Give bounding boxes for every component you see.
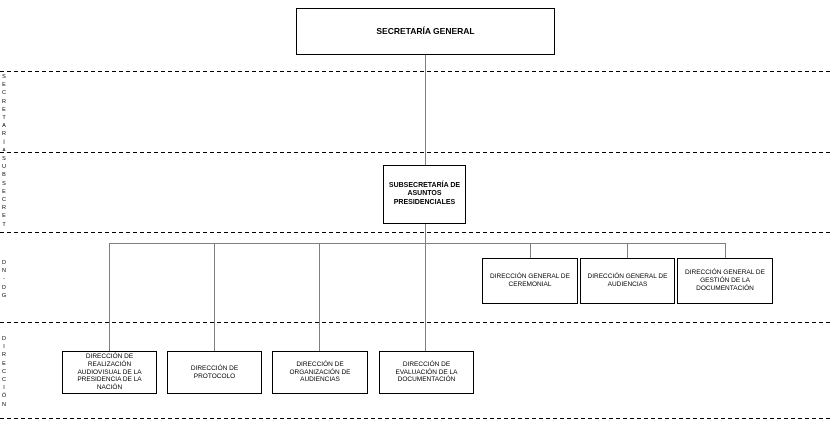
subsecretaria-box: SUBSECRETARÍA DE ASUNTOS PRESIDENCIALES (383, 165, 466, 224)
dg-gestion-documentacion-box: DIRECCIÓN GENERAL DE GESTIÓN DE LA DOCUM… (677, 258, 773, 304)
secretaria-general-box: SECRETARÍA GENERAL (296, 8, 555, 55)
dir-organizacion-audiencias-box: DIRECCIÓN DE ORGANIZACIÓN DE AUDIENCIAS (272, 351, 368, 394)
dir-evaluacion-documentacion-box: DIRECCIÓN DE EVALUACIÓN DE LA DOCUMENTAC… (379, 351, 474, 394)
dg-ceremonial-box: DIRECCIÓN GENERAL DE CEREMONIAL (482, 258, 578, 304)
dir-protocolo-box: DIRECCIÓN DE PROTOCOLO (167, 351, 262, 394)
dg-audiencias-box: DIRECCIÓN GENERAL DE AUDIENCIAS (580, 258, 675, 304)
level-label-secretaria: SECRETARÍA/SUBSECRETARÍA (2, 74, 6, 151)
dir-realizacion-audiovisual-box: DIRECCIÓN DE REALIZACIÓN AUDIOVISUAL DE … (62, 351, 157, 394)
